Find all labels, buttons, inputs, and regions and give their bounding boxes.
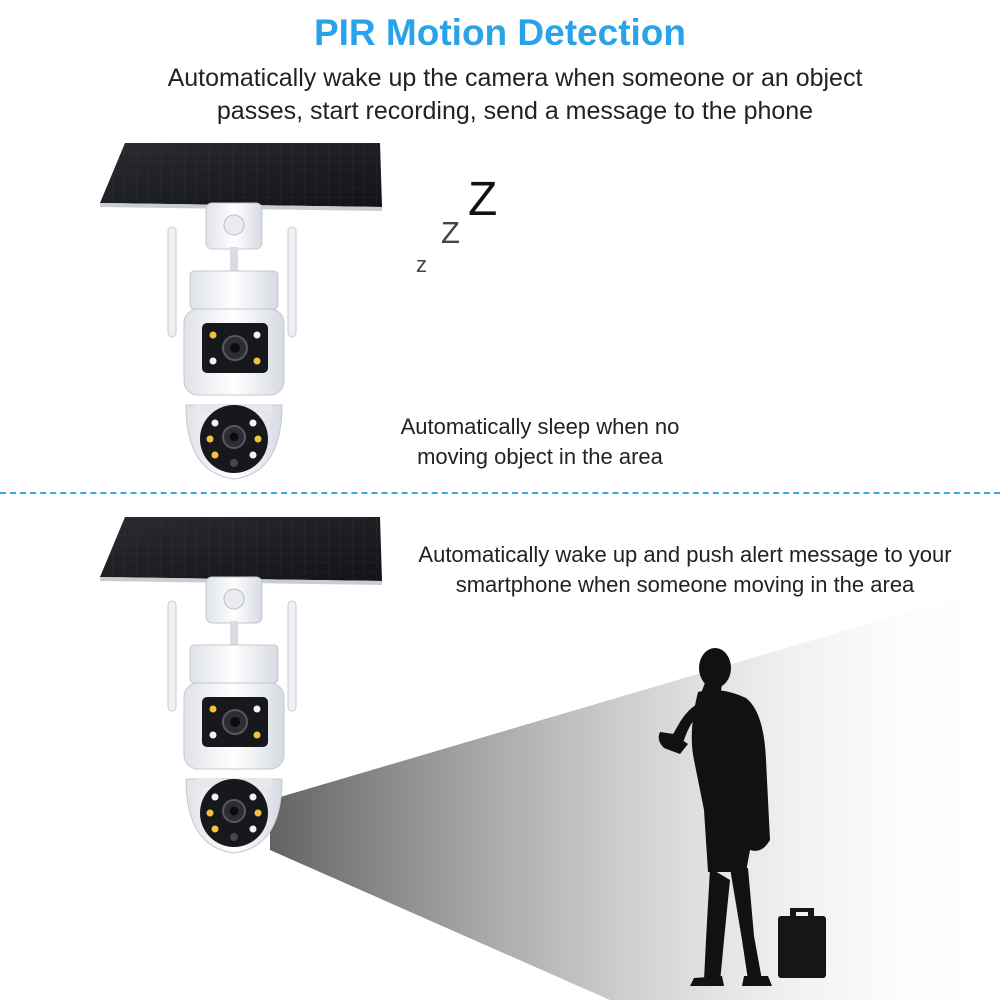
- page-title: PIR Motion Detection: [313, 12, 687, 53]
- detection-beam: [270, 585, 1000, 1000]
- briefcase-icon: [778, 908, 826, 978]
- section-divider: [0, 492, 1000, 494]
- page-subtitle: Automatically wake up the camera when so…: [80, 62, 950, 128]
- alert-caption-line-1: Automatically wake up and push alert mes…: [418, 542, 952, 567]
- sleeping-camera-icon: [100, 143, 383, 480]
- sleep-z-mid: Z: [441, 215, 460, 250]
- sleep-caption-line-1: Automatically sleep when no: [400, 414, 680, 439]
- active-camera-icon: [100, 517, 383, 854]
- alert-caption-line-2: smartphone when someone moving in the ar…: [455, 572, 915, 597]
- sleep-z-big: Z: [468, 173, 498, 226]
- sleep-caption-line-2: moving object in the area: [417, 444, 663, 469]
- alert-caption: Automatically wake up and push alert mes…: [380, 540, 990, 600]
- subtitle-line-2: passes, start recording, send a message …: [216, 97, 814, 125]
- subtitle-line-1: Automatically wake up the camera when so…: [167, 64, 863, 92]
- sleep-z-small: z: [416, 252, 427, 277]
- person-silhouette-icon: [658, 648, 826, 986]
- sleep-caption: Automatically sleep when no moving objec…: [350, 412, 730, 472]
